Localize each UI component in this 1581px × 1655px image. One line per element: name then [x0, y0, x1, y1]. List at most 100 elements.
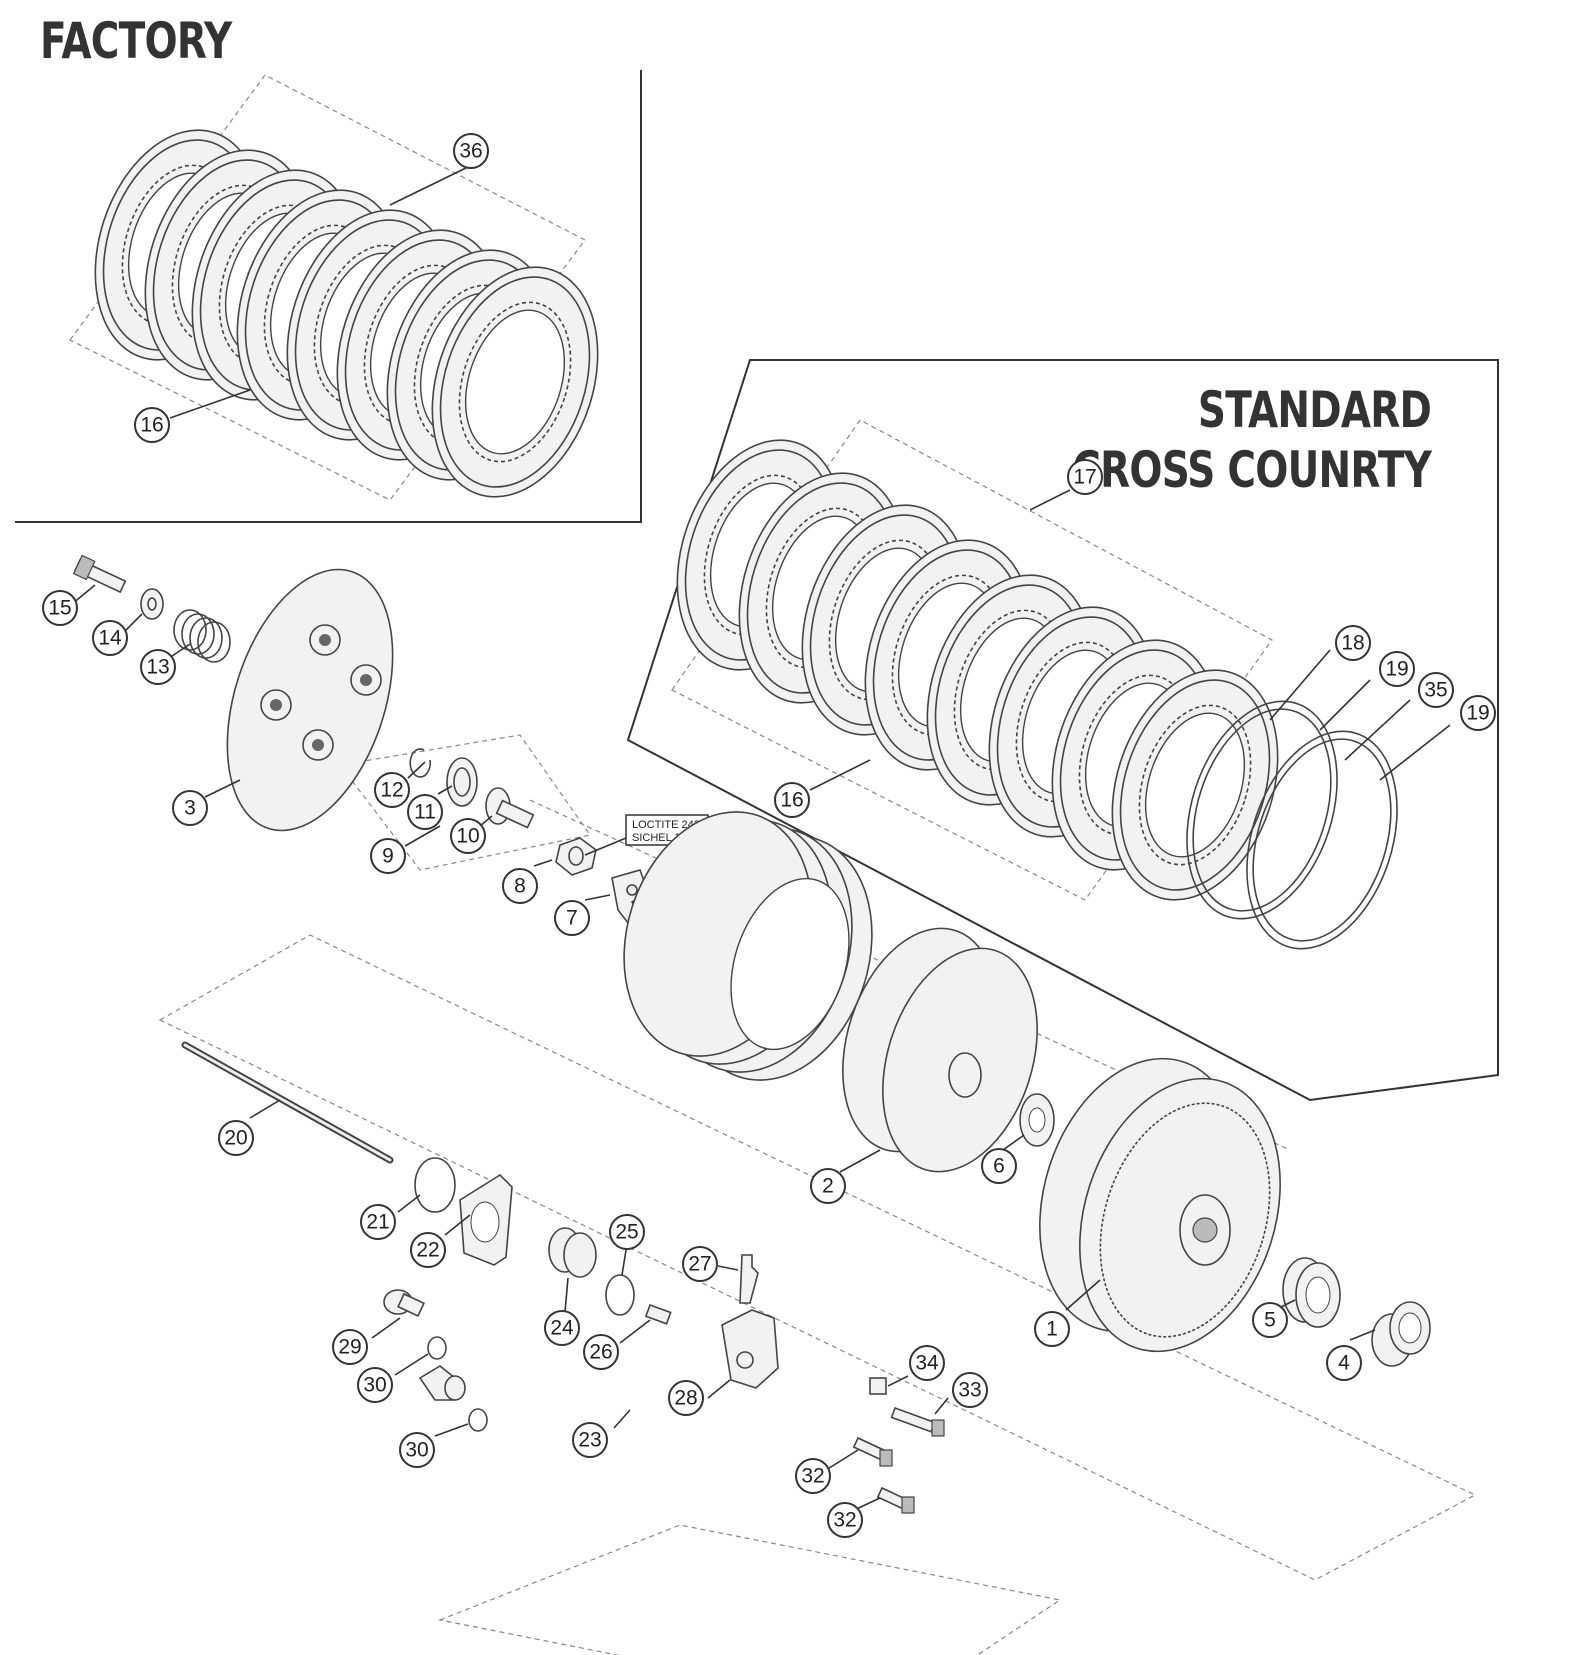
callout-27: 27: [682, 1246, 718, 1282]
factory-heading: FACTORY: [40, 12, 232, 70]
callout-5: 5: [1252, 1302, 1288, 1338]
svg-text:12: 12: [380, 779, 403, 802]
callout-1: 1: [1034, 1311, 1070, 1347]
callout-24: 24: [544, 1310, 580, 1346]
callout-35: 35: [1418, 672, 1454, 708]
callout-18: 18: [1335, 625, 1371, 661]
svg-text:24: 24: [550, 1317, 574, 1340]
spring-part-13: [173, 609, 231, 663]
washer-part-14: [140, 588, 164, 620]
callout-19-a: 19: [1379, 651, 1415, 687]
standard-plate-stack: [648, 417, 1424, 969]
svg-text:2: 2: [822, 1175, 834, 1198]
callout-15: 15: [42, 590, 78, 626]
svg-text:13: 13: [146, 656, 169, 679]
callout-9: 9: [370, 838, 406, 874]
bolt-part-34: [869, 1377, 887, 1395]
bushing-part-4: [1371, 1301, 1431, 1367]
svg-text:9: 9: [382, 845, 394, 868]
callout-8: 8: [502, 868, 538, 904]
bolt-part-33: [890, 1406, 945, 1437]
pressure-plate-part-3: [226, 568, 394, 832]
callout-30-a: 30: [357, 1367, 393, 1403]
svg-text:32: 32: [801, 1465, 824, 1488]
o-ring-part-25: [605, 1274, 635, 1316]
standard-heading: STANDARD CROSS COUNRTY: [1072, 380, 1432, 500]
factory-plate-stack: [66, 74, 627, 520]
nut-part-8: [555, 837, 597, 876]
standard-frame: [626, 359, 1499, 1102]
push-rod-part-20: [181, 1041, 394, 1164]
callout-30-b: 30: [399, 1432, 435, 1468]
o-ring-part-21: [414, 1157, 456, 1213]
callout-25: 25: [609, 1214, 645, 1250]
svg-text:16: 16: [140, 414, 163, 437]
callout-19-b: 19: [1460, 695, 1496, 731]
callout-3: 3: [172, 790, 208, 826]
callout-17: 17: [1067, 459, 1103, 495]
svg-text:23: 23: [578, 1429, 601, 1452]
svg-text:27: 27: [688, 1253, 711, 1276]
needle-bearing-part-5: [1282, 1257, 1341, 1328]
callout-7: 7: [554, 900, 590, 936]
callout-13: 13: [140, 649, 176, 685]
assembled-plate-pack: [623, 811, 873, 1081]
svg-text:7: 7: [566, 907, 578, 930]
callout-22: 22: [410, 1232, 446, 1268]
pusher-part-10: [485, 787, 535, 829]
standard-heading-line1: STANDARD: [1197, 381, 1432, 439]
slave-cylinder-part-28: [721, 1309, 779, 1389]
callout-2: 2: [810, 1168, 846, 1204]
inner-hub-part-2: [842, 927, 1038, 1173]
sealing-washer-part-30-upper: [427, 1336, 447, 1360]
bolt-part-32-upper: [852, 1436, 893, 1467]
svg-text:8: 8: [514, 875, 526, 898]
bleed-nipple-part-27: [739, 1254, 759, 1304]
sealing-washer-part-30-lower: [468, 1408, 488, 1432]
leader-lines: [71, 165, 1451, 1513]
svg-text:26: 26: [589, 1341, 612, 1364]
svg-text:18: 18: [1341, 632, 1364, 655]
svg-text:20: 20: [224, 1127, 247, 1150]
svg-text:10: 10: [456, 825, 479, 848]
standard-heading-line2: CROSS COUNRTY: [1072, 441, 1432, 499]
slave-piston-part-24: [548, 1227, 597, 1278]
svg-text:22: 22: [416, 1239, 439, 1262]
svg-text:33: 33: [958, 1379, 981, 1402]
callout-21: 21: [360, 1204, 396, 1240]
banjo-bolt-part-29: [383, 1289, 426, 1318]
svg-text:35: 35: [1424, 679, 1447, 702]
callout-32-b: 32: [827, 1502, 863, 1538]
thrust-washer-part-6: [1019, 1093, 1055, 1147]
callout-33: 33: [952, 1372, 988, 1408]
svg-text:21: 21: [366, 1211, 389, 1234]
callout-10: 10: [450, 818, 486, 854]
svg-text:36: 36: [459, 140, 482, 163]
svg-text:19: 19: [1385, 658, 1408, 681]
svg-text:32: 32: [833, 1509, 856, 1532]
clutch-basket-part-1: [1039, 1057, 1281, 1353]
svg-text:4: 4: [1338, 1352, 1350, 1375]
callout-16-factory: 16: [134, 407, 170, 443]
callout-6: 6: [981, 1148, 1017, 1184]
svg-text:25: 25: [615, 1221, 638, 1244]
callout-32-a: 32: [795, 1458, 831, 1494]
callout-28: 28: [668, 1380, 704, 1416]
svg-text:19: 19: [1466, 702, 1489, 725]
callout-11: 11: [407, 794, 443, 830]
circlip-part-12: [409, 748, 432, 778]
callout-12: 12: [374, 772, 410, 808]
callout-16-standard: 16: [774, 782, 810, 818]
spring-part-26: [644, 1303, 672, 1325]
svg-text:5: 5: [1264, 1309, 1276, 1332]
svg-text:11: 11: [414, 801, 436, 824]
callout-26: 26: [583, 1334, 619, 1370]
svg-text:28: 28: [674, 1387, 697, 1410]
svg-text:14: 14: [98, 627, 122, 650]
svg-text:29: 29: [338, 1336, 361, 1359]
callout-36: 36: [453, 133, 489, 169]
svg-text:15: 15: [48, 597, 71, 620]
bolt-part-32-lower: [876, 1486, 915, 1514]
callout-4: 4: [1326, 1345, 1362, 1381]
